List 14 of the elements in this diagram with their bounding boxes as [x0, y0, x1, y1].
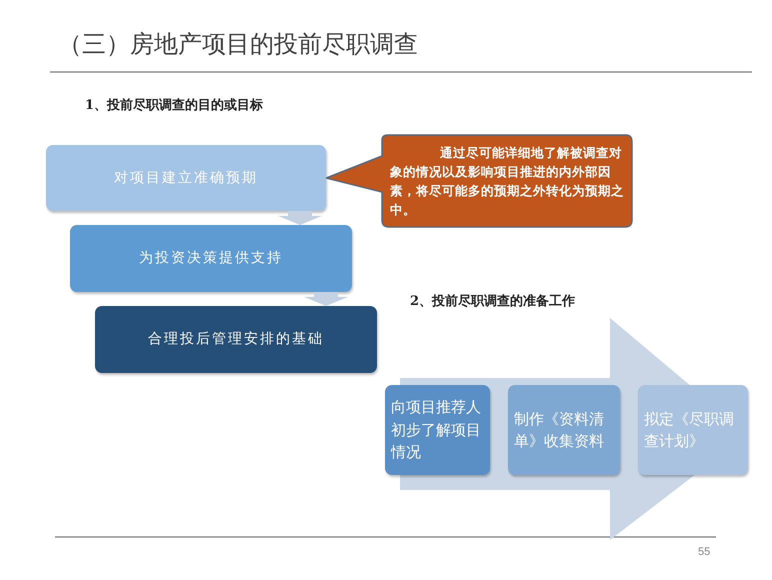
goal-box: 对项目建立准确预期: [46, 145, 326, 211]
callout-text: 通过尽可能详细地了解被调查对象的情况以及影响项目推进的内外部因素，将尽可能多的预期之外转化为预期之中。: [390, 144, 625, 219]
callout-bubble: [326, 134, 633, 228]
section-heading: 2、投前尽职调查的准备工作: [410, 293, 576, 310]
slide-title: （三）房地产项目的投前尽职调查: [58, 29, 418, 60]
block-arrow: [278, 211, 322, 225]
block-arrow: [304, 292, 348, 306]
step-box: 拟定《尽职调查计划》: [638, 385, 748, 475]
step-box: 制作《资料清单》收集资料: [508, 385, 620, 475]
section-heading: 1、投前尽职调查的目的或目标: [85, 97, 264, 114]
step-box: 向项目推荐人初步了解项目情况: [385, 385, 490, 475]
goal-box: 合理投后管理安排的基础: [95, 306, 377, 373]
goal-box: 为投资决策提供支持: [70, 225, 352, 292]
page-number: 55: [698, 546, 710, 558]
